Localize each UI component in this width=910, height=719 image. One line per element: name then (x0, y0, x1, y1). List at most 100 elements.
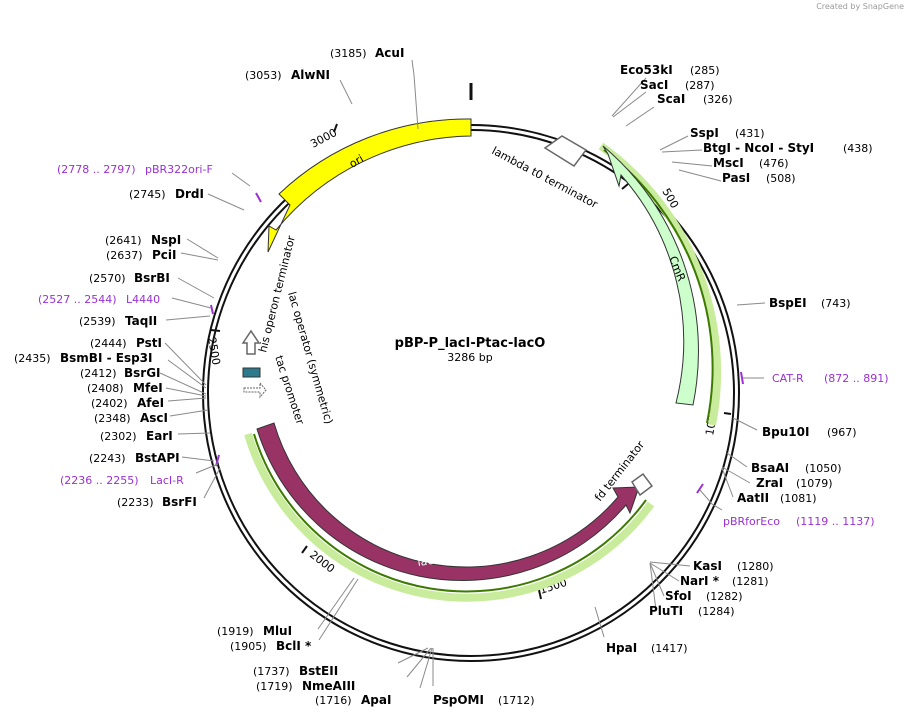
svg-text:BstAPI: BstAPI (135, 451, 180, 465)
svg-text:SacI: SacI (640, 78, 668, 92)
site-acui: (3185) AcuI (330, 46, 404, 60)
svg-text:(967): (967) (827, 426, 857, 439)
svg-text:SfoI: SfoI (665, 589, 692, 603)
svg-text:(2637): (2637) (106, 249, 143, 262)
svg-text:AscI: AscI (140, 411, 168, 425)
plasmid-length: 3286 bp (447, 351, 492, 364)
site-drdi: (2745) DrdI (129, 187, 204, 201)
svg-text:(2233): (2233) (117, 496, 154, 509)
svg-text:(1719): (1719) (256, 680, 293, 693)
site-bsrbi: (2570) BsrBI (89, 271, 170, 285)
site-sspi: SspI (431) (690, 126, 765, 140)
site-msci: MscI (476) (713, 156, 789, 170)
svg-text:TaqII: TaqII (125, 314, 157, 328)
svg-text:SspI: SspI (690, 126, 719, 140)
svg-text:L4440: L4440 (126, 293, 160, 306)
svg-text:(508): (508) (766, 172, 796, 185)
svg-text:(1716): (1716) (315, 694, 352, 707)
svg-text:(2570): (2570) (89, 272, 126, 285)
primer-label-l4440: (2527 .. 2544) L4440 (38, 293, 160, 306)
svg-text:AlwNI: AlwNI (291, 68, 330, 82)
svg-text:(1284): (1284) (698, 605, 735, 618)
svg-text:(1282): (1282) (706, 590, 743, 603)
plasmid-name: pBP-P_lacI-Ptac-lacO (395, 336, 546, 351)
svg-text:(287): (287) (685, 79, 715, 92)
svg-text:(1919): (1919) (217, 625, 254, 638)
primer-cat-r (740, 371, 764, 385)
svg-text:(872 .. 891): (872 .. 891) (824, 372, 889, 385)
svg-text:BtgI - NcoI - StyI: BtgI - NcoI - StyI (703, 141, 814, 155)
svg-text:(743): (743) (821, 297, 851, 310)
site-bstapi: (2243) BstAPI (89, 451, 180, 465)
site-sfoi: SfoI (1282) (665, 589, 743, 603)
svg-text:(326): (326) (703, 93, 733, 106)
lambda-terminator-icon (543, 135, 588, 167)
svg-text:ApaI: ApaI (361, 693, 391, 707)
site-pspomi: PspOMI (1712) (433, 693, 535, 707)
svg-text:(2539): (2539) (79, 315, 116, 328)
svg-text:(2641): (2641) (105, 234, 142, 247)
svg-text:BstEII: BstEII (299, 664, 338, 678)
svg-text:(2444): (2444) (90, 337, 127, 350)
svg-text:(2745): (2745) (129, 188, 166, 201)
svg-text:(2408): (2408) (87, 382, 124, 395)
site-bsmbi-esp3i: (2435) BsmBI - Esp3I (14, 351, 152, 365)
svg-text:BsrFI: BsrFI (162, 495, 197, 509)
site-scai: ScaI (326) (657, 92, 733, 106)
site-afei: (2402) AfeI (91, 396, 164, 410)
primer-l4440 (171, 297, 214, 315)
site-bcli: (1905) BclI * (230, 639, 312, 653)
svg-text:PciI: PciI (152, 248, 177, 262)
laci-label: lacI (417, 553, 438, 569)
svg-text:MluI: MluI (263, 624, 292, 638)
svg-text:(2412): (2412) (80, 367, 117, 380)
svg-text:(3185): (3185) (330, 47, 367, 60)
tick-3000: 3000 (308, 123, 339, 151)
his-terminator-icon (241, 329, 261, 355)
cmr-highlight (598, 142, 722, 426)
svg-text:(3053): (3053) (245, 69, 282, 82)
site-aatii: AatII (1081) (737, 491, 817, 505)
site-saci: SacI (287) (640, 78, 715, 92)
svg-text:BsmBI - Esp3I: BsmBI - Esp3I (60, 351, 152, 365)
svg-text:(1119 .. 1137): (1119 .. 1137) (796, 515, 875, 528)
svg-text:(1081): (1081) (780, 492, 817, 505)
site-bspei: BspEI (743) (769, 296, 851, 310)
svg-text:Bpu10I: Bpu10I (762, 425, 809, 439)
svg-text:(1737): (1737) (253, 665, 290, 678)
svg-text:(2778 .. 2797): (2778 .. 2797) (57, 163, 136, 176)
svg-text:HpaI: HpaI (606, 641, 637, 655)
site-hpai: HpaI (1417) (606, 641, 688, 655)
site-taqii: (2539) TaqII (79, 314, 157, 328)
site-bsaai: BsaAI (1050) (751, 461, 842, 475)
site-mlui: (1919) MluI (217, 624, 292, 638)
tac-promoter-label: tac promoter (272, 354, 307, 427)
svg-text:3000: 3000 (308, 126, 339, 151)
svg-text:(1079): (1079) (796, 477, 833, 490)
site-bsrfi: (2233) BsrFI (117, 495, 197, 509)
snapgene-credit: Created by SnapGene (816, 2, 904, 11)
svg-text:BclI *: BclI * (276, 639, 312, 653)
site-nari: NarI * (1281) (680, 574, 769, 588)
site-leaders (159, 59, 766, 689)
svg-text:(1280): (1280) (737, 560, 774, 573)
svg-text:(438): (438) (843, 142, 873, 155)
site-pluti: PluTI (1284) (649, 604, 735, 618)
svg-text:(1281): (1281) (732, 575, 769, 588)
svg-text:(2348): (2348) (94, 412, 131, 425)
svg-text:PluTI: PluTI (649, 604, 683, 618)
svg-text:2500: 2500 (205, 336, 223, 366)
svg-text:(285): (285) (690, 64, 720, 77)
laci-highlight-line (253, 433, 647, 593)
primer-label-cat-r: CAT-R (872 .. 891) (772, 372, 889, 385)
svg-text:(2243): (2243) (89, 452, 126, 465)
svg-text:(2527 .. 2544): (2527 .. 2544) (38, 293, 117, 306)
svg-text:(1712): (1712) (498, 694, 535, 707)
svg-text:NspI: NspI (151, 233, 181, 247)
site-zrai: ZraI (1079) (756, 476, 833, 490)
site-bsteii: (1737) BstEII (253, 664, 338, 678)
svg-text:ZraI: ZraI (756, 476, 783, 490)
svg-text:DrdI: DrdI (175, 187, 204, 201)
tac-promoter-icon (243, 381, 267, 399)
cmr-label: CmR (666, 254, 688, 283)
